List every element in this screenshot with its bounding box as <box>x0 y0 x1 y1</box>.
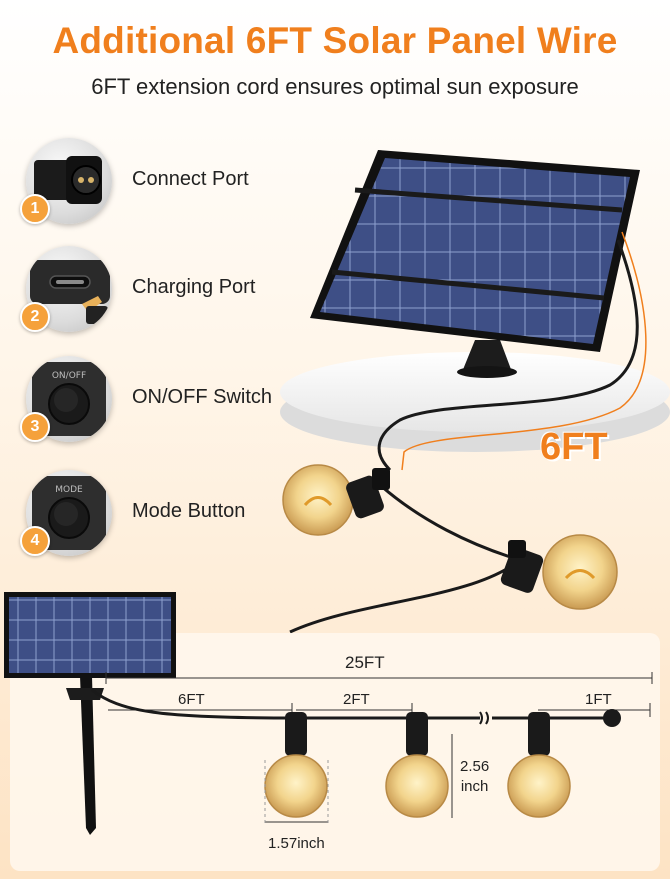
page-subtitle: 6FT extension cord ensures optimal sun e… <box>91 74 579 99</box>
extension-length-label: 6FT <box>540 426 608 468</box>
feature-number-badge: 3 <box>20 412 50 442</box>
bulb-size-markers <box>264 734 453 826</box>
button-engraving: ON/OFF <box>52 371 86 381</box>
feature-label: ON/OFF Switch <box>132 386 273 408</box>
connector-icon <box>26 138 112 224</box>
solar-panel-large <box>310 150 640 378</box>
feature-label: Connect Port <box>132 168 249 190</box>
light-bulb <box>282 464 390 536</box>
feature-on-off-switch: ON/OFF 3 ON/OFF Switch <box>20 356 320 452</box>
feature-mode-button: MODE 4 Mode Button <box>20 470 320 566</box>
dimension-total <box>105 672 653 684</box>
page-title: Additional 6FT Solar Panel Wire <box>52 20 618 61</box>
solar-panel-small <box>4 592 176 835</box>
lead-length-label: 6FT <box>178 691 205 708</box>
usb-c-icon <box>26 246 112 332</box>
feature-number-badge: 1 <box>20 194 50 224</box>
bulb-height-label: 2.56 inch <box>460 757 489 797</box>
spacing-label: 2FT <box>343 691 370 708</box>
bulb-height-unit: inch <box>460 778 489 795</box>
extension-measure-line <box>401 231 647 471</box>
feature-label: Charging Port <box>132 276 256 298</box>
feature-connect-port: 1 Connect Port <box>20 138 320 234</box>
total-length-label: 25FT <box>345 653 385 672</box>
end-cap <box>603 709 621 727</box>
light-bulb <box>385 712 449 818</box>
extension-cord <box>377 239 639 472</box>
wire-break-icon <box>479 711 489 725</box>
button-engraving: MODE <box>55 485 83 495</box>
tail-length-label: 1FT <box>585 691 612 708</box>
feature-number-badge: 4 <box>20 526 50 556</box>
power-button-icon: ON/OFF <box>26 356 112 442</box>
feature-number-badge: 2 <box>20 302 50 332</box>
bulb-height-value: 2.56 <box>460 758 490 775</box>
display-pedestal <box>280 352 670 452</box>
feature-label: Mode Button <box>132 500 246 522</box>
bulb-width-label: 1.57inch <box>268 835 325 852</box>
light-bulb <box>500 534 618 610</box>
light-bulb <box>507 712 571 818</box>
feature-charging-port: 2 Charging Port <box>20 246 320 342</box>
bottom-string-wire <box>91 688 480 720</box>
